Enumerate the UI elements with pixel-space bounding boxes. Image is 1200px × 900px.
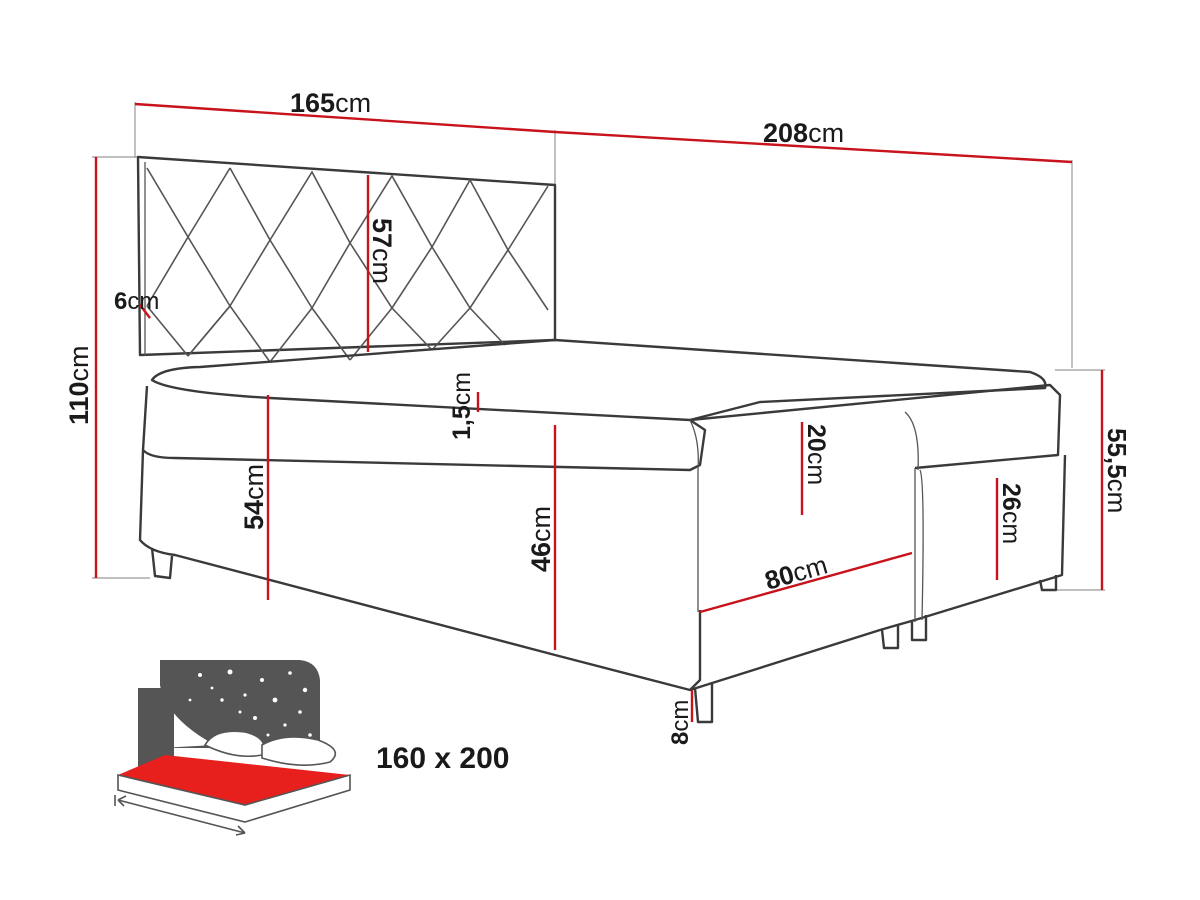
width-dimension-line — [134, 102, 556, 134]
night-bed-icon — [114, 660, 351, 836]
total-height-label: 110cm — [64, 345, 94, 425]
topper-label: 1,5cm — [448, 372, 476, 440]
base-height-label: 46cm — [526, 506, 556, 572]
width-label: 165cm — [290, 88, 371, 118]
mattress-label: 20cm — [802, 424, 830, 485]
headboard-tufting — [146, 167, 549, 363]
dimension-lines — [94, 102, 1104, 722]
length-label: 208cm — [763, 118, 844, 148]
half-width-line — [699, 551, 913, 614]
headboard-panel-label: 57cm — [367, 218, 397, 284]
headboard-thickness-line — [139, 304, 151, 319]
bed-drawing — [136, 155, 1067, 724]
sleeping-area-label: 160 x 200 — [376, 742, 509, 775]
headboard-thickness-label: 6cm — [114, 288, 159, 315]
length-dimension-line — [554, 130, 1073, 164]
side-height-label: 55,5cm — [1102, 428, 1132, 513]
half-width-label: 80cm — [761, 549, 830, 595]
front-height-label: 54cm — [239, 464, 269, 530]
dimension-labels: 165cm 208cm 110cm 6cm 57cm 1,5cm 54cm 46… — [64, 88, 1132, 745]
leg-label: 8cm — [667, 700, 694, 745]
stars — [188, 669, 312, 737]
box-spring-label: 26cm — [997, 483, 1025, 544]
